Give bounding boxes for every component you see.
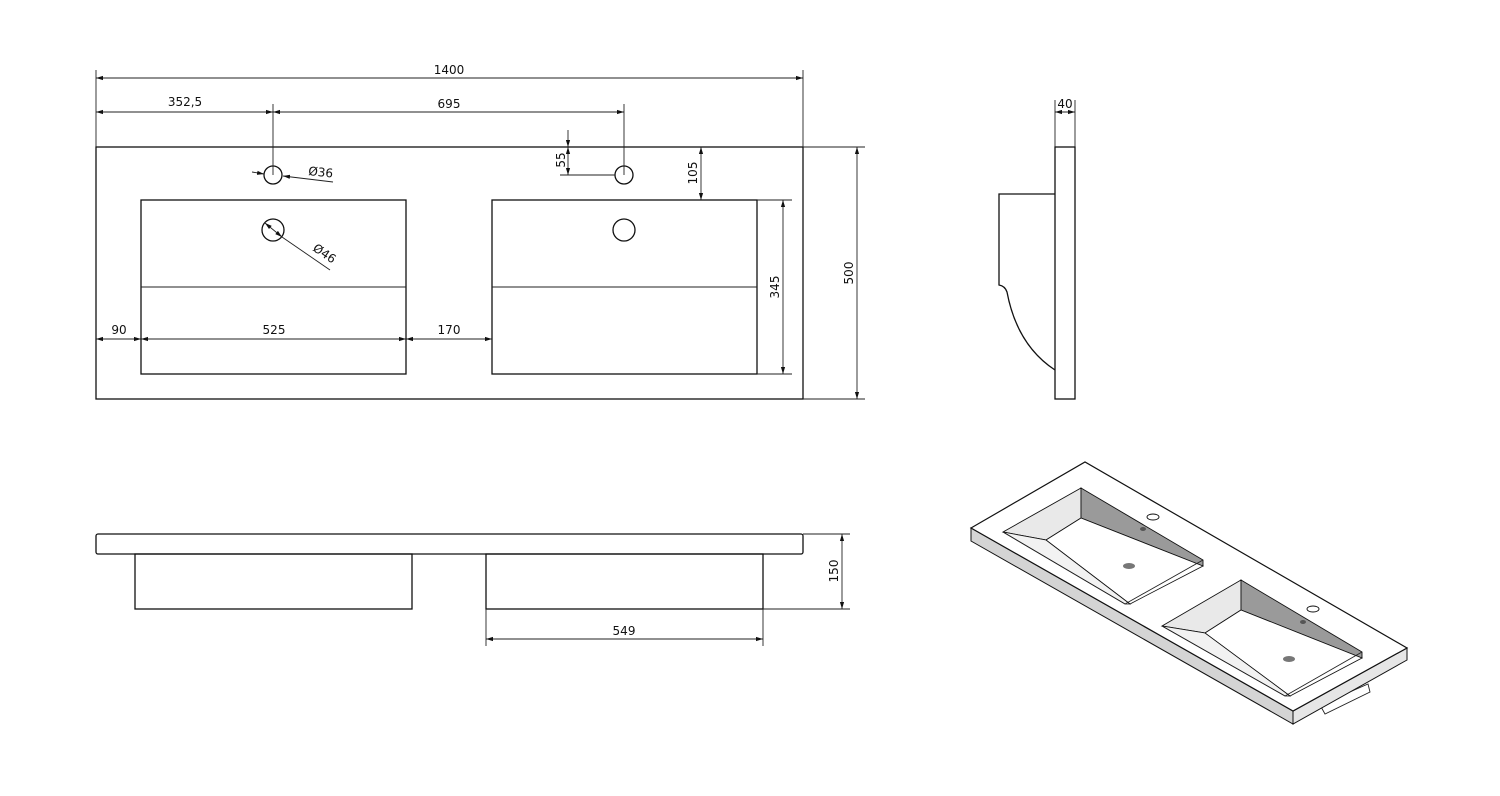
front-left-basin <box>134 553 413 610</box>
waste-diameter-label: Ø46 <box>310 241 338 266</box>
dimension-hole-offset: 352,5 695 <box>96 95 625 175</box>
basin-outer-width-label: 549 <box>613 624 636 638</box>
slab-thickness-label: 40 <box>1057 97 1072 111</box>
isometric-view <box>969 461 1409 725</box>
right-basin <box>491 199 758 375</box>
right-waste-hole <box>612 218 636 242</box>
tap-diameter-label: Ø36 <box>308 164 334 181</box>
iso-top-surface <box>969 461 1409 712</box>
left-waste-hole <box>261 218 285 242</box>
dimension-overall-width: 1400 <box>95 63 804 147</box>
iso-right-basin <box>1160 579 1363 697</box>
front-right-basin <box>485 553 764 610</box>
dimension-overall-depth: 500 <box>803 146 865 400</box>
left-basin <box>140 199 407 375</box>
tap-from-edge-label: 55 <box>554 152 568 167</box>
overall-width-label: 1400 <box>434 63 465 77</box>
dimension-horizontal-chain: 90 525 170 <box>96 323 492 342</box>
edge-to-basin-label: 90 <box>111 323 126 337</box>
between-basins-label: 170 <box>438 323 461 337</box>
total-height-label: 150 <box>827 560 841 583</box>
hole-offset-label: 352,5 <box>168 95 202 109</box>
overall-depth-label: 500 <box>842 262 856 285</box>
dimension-tap-from-edge: 55 <box>554 130 615 176</box>
basin-width-label: 525 <box>263 323 286 337</box>
dimension-waste-diameter: Ø46 <box>264 222 339 271</box>
side-slab <box>1054 146 1076 400</box>
front-slab <box>95 533 804 555</box>
iso-left-tap-hole <box>1146 513 1160 521</box>
dimension-basin-from-back: 105 <box>686 147 792 201</box>
dimension-tap-diameter: Ø36 <box>251 164 334 183</box>
iso-left-basin <box>1001 487 1204 605</box>
dimension-basin-depth: 345 <box>757 200 792 375</box>
dimension-total-height: 150 <box>763 533 850 610</box>
dimension-basin-outer-width: 549 <box>485 609 764 646</box>
hole-spacing-label: 695 <box>438 97 461 111</box>
front-view <box>95 533 804 610</box>
countertop-outline <box>95 146 804 400</box>
side-view: 40 <box>998 97 1076 400</box>
top-view <box>95 146 804 400</box>
side-basin-profile <box>998 193 1056 371</box>
basin-depth-label: 345 <box>768 276 782 299</box>
basin-from-back-label: 105 <box>686 162 700 185</box>
iso-right-tap-hole <box>1306 605 1320 613</box>
